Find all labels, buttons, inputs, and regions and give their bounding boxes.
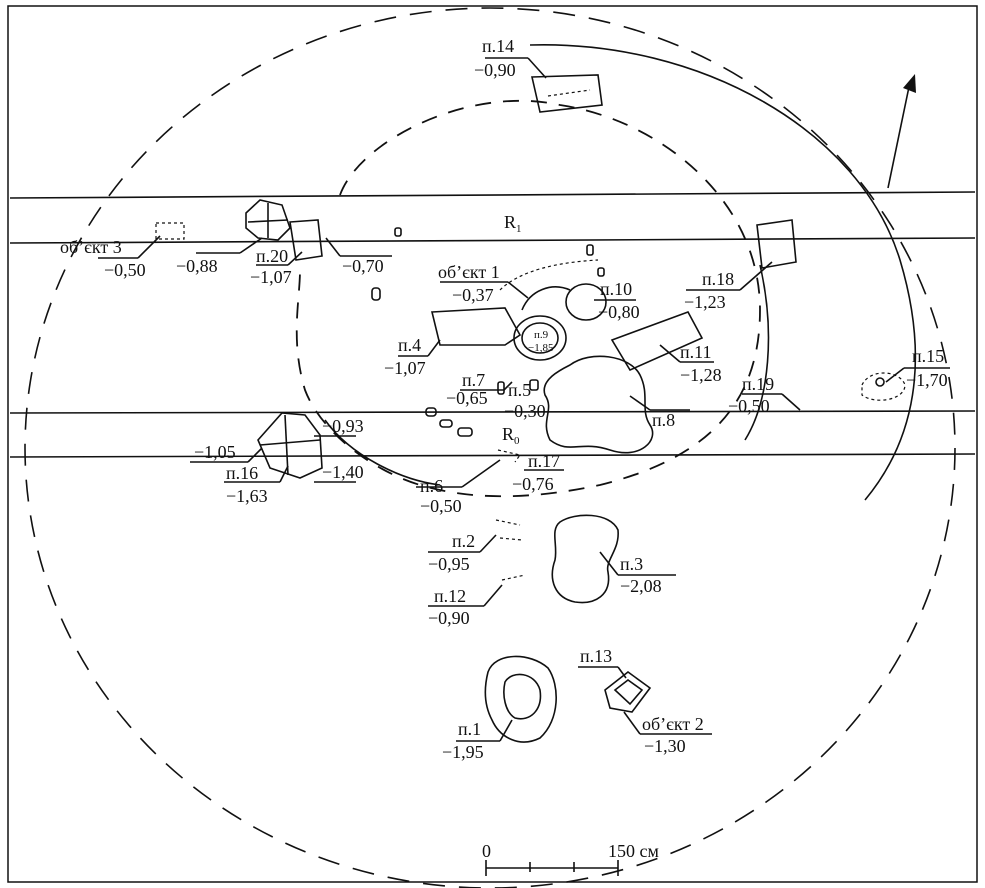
inner-solid-contour (744, 264, 770, 441)
left-solid-contour (324, 419, 441, 486)
pit-3-shape (551, 514, 619, 604)
label-p3-name: п.3 (620, 554, 643, 574)
pit-6-marks (497, 449, 522, 463)
scale-bar-start-label: 0 (482, 841, 491, 861)
strip-line-4 (9, 453, 976, 458)
pit-16-shape (257, 412, 323, 479)
label-p6-name: п.6 (420, 476, 443, 496)
label-p12-name: п.12 (434, 586, 466, 606)
label-p20-name: п.20 (256, 246, 288, 266)
label-p11-name: п.11 (680, 342, 711, 362)
label-obj1-depth: −0,37 (452, 285, 494, 305)
elevation-label: −0,70 (342, 256, 384, 276)
label-p1-name: п.1 (458, 719, 481, 739)
label-p6-depth: −0,50 (420, 496, 462, 516)
label-p2-name: п.2 (452, 531, 475, 551)
outer-dashed-ring (24, 7, 956, 888)
elevation-label: −0,93 (322, 416, 364, 436)
label-obj1-name: об’єкт 1 (438, 262, 500, 282)
label-p15-depth: −1,70 (906, 370, 948, 390)
north-arrow-icon (887, 74, 916, 189)
pit-2-marks (495, 519, 523, 541)
label-obj2-name: об’єкт 2 (642, 714, 704, 734)
label-p20-depth: −1,07 (250, 267, 292, 287)
label-p19-depth: −0,50 (728, 396, 770, 416)
label-p8-name: п.8 (652, 410, 675, 430)
leader-lines (98, 57, 950, 742)
label-p7-depth: −0,65 (446, 388, 488, 408)
label-p7-name: п.7 (462, 370, 485, 390)
pit-11-shape (610, 311, 704, 372)
object-1-shape (499, 259, 599, 291)
label-p13-name: п.13 (580, 646, 612, 666)
small-stones (371, 227, 605, 437)
label-obj3-depth: −0,50 (104, 260, 146, 280)
label-p5-depth: −0,30 (504, 401, 546, 421)
label-p18-depth: −1,23 (684, 292, 726, 312)
pit-9-shape (513, 315, 567, 361)
label-obj2-depth: −1,30 (644, 736, 686, 756)
radius-r0-label: R0 (502, 424, 520, 447)
label-p16-name: п.16 (226, 463, 258, 483)
pit-10-shape (565, 283, 607, 321)
label-p1-depth: −1,95 (442, 742, 484, 762)
label-p14-depth: −0,90 (474, 60, 516, 80)
pit-18-shape (756, 219, 797, 269)
label-p16-depth: −1,63 (226, 486, 268, 506)
pit-8-shape (543, 355, 654, 454)
stone-cluster-top-left (245, 199, 291, 241)
label-p4-name: п.4 (398, 335, 421, 355)
label-p17-depth: −0,76 (512, 474, 554, 494)
label-p14-name: п.14 (482, 36, 514, 56)
pit-13-shape (604, 670, 652, 713)
label-obj3-name: об’єкт 3 (60, 237, 122, 257)
label-p2-depth: −0,95 (428, 554, 470, 574)
label-p18-name: п.18 (702, 269, 734, 289)
label-p9-name: п.9 (534, 329, 549, 341)
pit-4-shape (430, 307, 522, 346)
outer-solid-contour (529, 44, 917, 501)
pit-15-shape (861, 372, 906, 401)
strip-line-3 (9, 410, 976, 414)
label-p19-name: п.19 (742, 374, 774, 394)
elevation-label: −0,88 (176, 256, 218, 276)
elevation-label: −1,05 (194, 442, 236, 462)
pit-1-shape (484, 655, 557, 743)
label-p4-depth: −1,07 (384, 358, 426, 378)
scale-bar-end-label: 150 см (608, 841, 659, 861)
frame (7, 5, 978, 883)
strip-line-2 (9, 237, 976, 244)
label-p12-depth: −0,90 (428, 608, 470, 628)
pit-12-marks (501, 574, 526, 581)
scale-bar (485, 860, 619, 876)
pit-20-shape (289, 219, 323, 261)
label-p10-name: п.10 (600, 279, 632, 299)
object-3-shape (155, 222, 185, 240)
pit-14-shape (531, 74, 603, 113)
radius-r1-label: R1 (504, 212, 522, 235)
label-p5-name: п.5 (508, 380, 531, 400)
label-p9-depth: −1,85 (528, 342, 554, 354)
label-p15-name: п.15 (912, 346, 944, 366)
label-p17-name: п.17 (528, 451, 560, 471)
label-p11-depth: −1,28 (680, 365, 722, 385)
strip-line-1 (9, 191, 976, 199)
label-p10-depth: −0,80 (598, 302, 640, 322)
elevation-label: −1,40 (322, 462, 364, 482)
label-p3-depth: −2,08 (620, 576, 662, 596)
inner-dashed-contour (295, 100, 761, 498)
